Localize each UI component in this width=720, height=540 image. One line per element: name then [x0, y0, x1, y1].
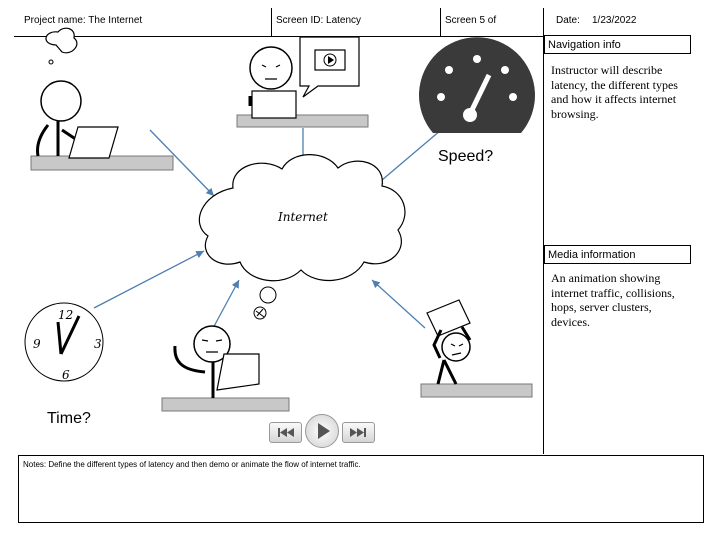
desk-bottom-center [161, 397, 290, 412]
navigation-info-text: Instructor will describe latency, the di… [551, 63, 678, 121]
skip-back-icon [278, 428, 294, 437]
speed-label: Speed? [438, 148, 494, 165]
media-info-text: An animation showing internet traffic, c… [551, 271, 675, 329]
clock-number-3: 3 [94, 337, 102, 351]
arrow-speed [374, 129, 442, 187]
speedometer-icon [419, 37, 536, 134]
media-player-controls [266, 414, 378, 448]
notes-text: Notes: Define the different types of lat… [23, 460, 361, 469]
clock-number-6: 6 [62, 368, 70, 382]
cloud-label: Internet [278, 210, 328, 224]
laptop-icon [68, 126, 119, 159]
header-divider [14, 36, 544, 37]
user-frustrated-figure [426, 299, 472, 385]
arrow-clock [93, 250, 205, 309]
skip-forward-icon [350, 428, 366, 437]
notes-box: Notes: Define the different types of lat… [18, 455, 704, 523]
play-button[interactable] [305, 414, 339, 448]
clock-icon [24, 302, 104, 382]
arrow-bottom-user [211, 279, 240, 331]
video-bubble-icon [299, 36, 360, 98]
media-info-heading: Media information [544, 245, 691, 264]
desk-bottom-right [420, 383, 533, 398]
user-left-figure [36, 27, 82, 157]
laptop-icon [216, 353, 260, 391]
date-value: 1/23/2022 [592, 15, 637, 26]
time-label: Time? [47, 410, 91, 427]
play-icon [318, 423, 330, 439]
date-label: Date: [556, 15, 580, 26]
header-separator-1 [271, 8, 272, 36]
screen-number: Screen 5 of [445, 15, 497, 26]
arrow-left-user [149, 129, 215, 197]
navigation-info-heading: Navigation info [544, 35, 691, 54]
screen-id: Screen ID: Latency [276, 15, 362, 26]
internet-cloud [198, 154, 406, 320]
next-button[interactable] [342, 422, 375, 443]
user-top-figure [248, 46, 293, 106]
laptop-icon [251, 90, 297, 119]
clock-number-12: 12 [58, 308, 74, 322]
header-separator-2 [440, 8, 441, 36]
previous-button[interactable] [269, 422, 302, 443]
clock-number-9: 9 [33, 337, 41, 351]
arrow-frustrated-user [371, 279, 426, 329]
project-name: Project name: The Internet [24, 15, 143, 26]
sidebar-divider [543, 8, 544, 454]
